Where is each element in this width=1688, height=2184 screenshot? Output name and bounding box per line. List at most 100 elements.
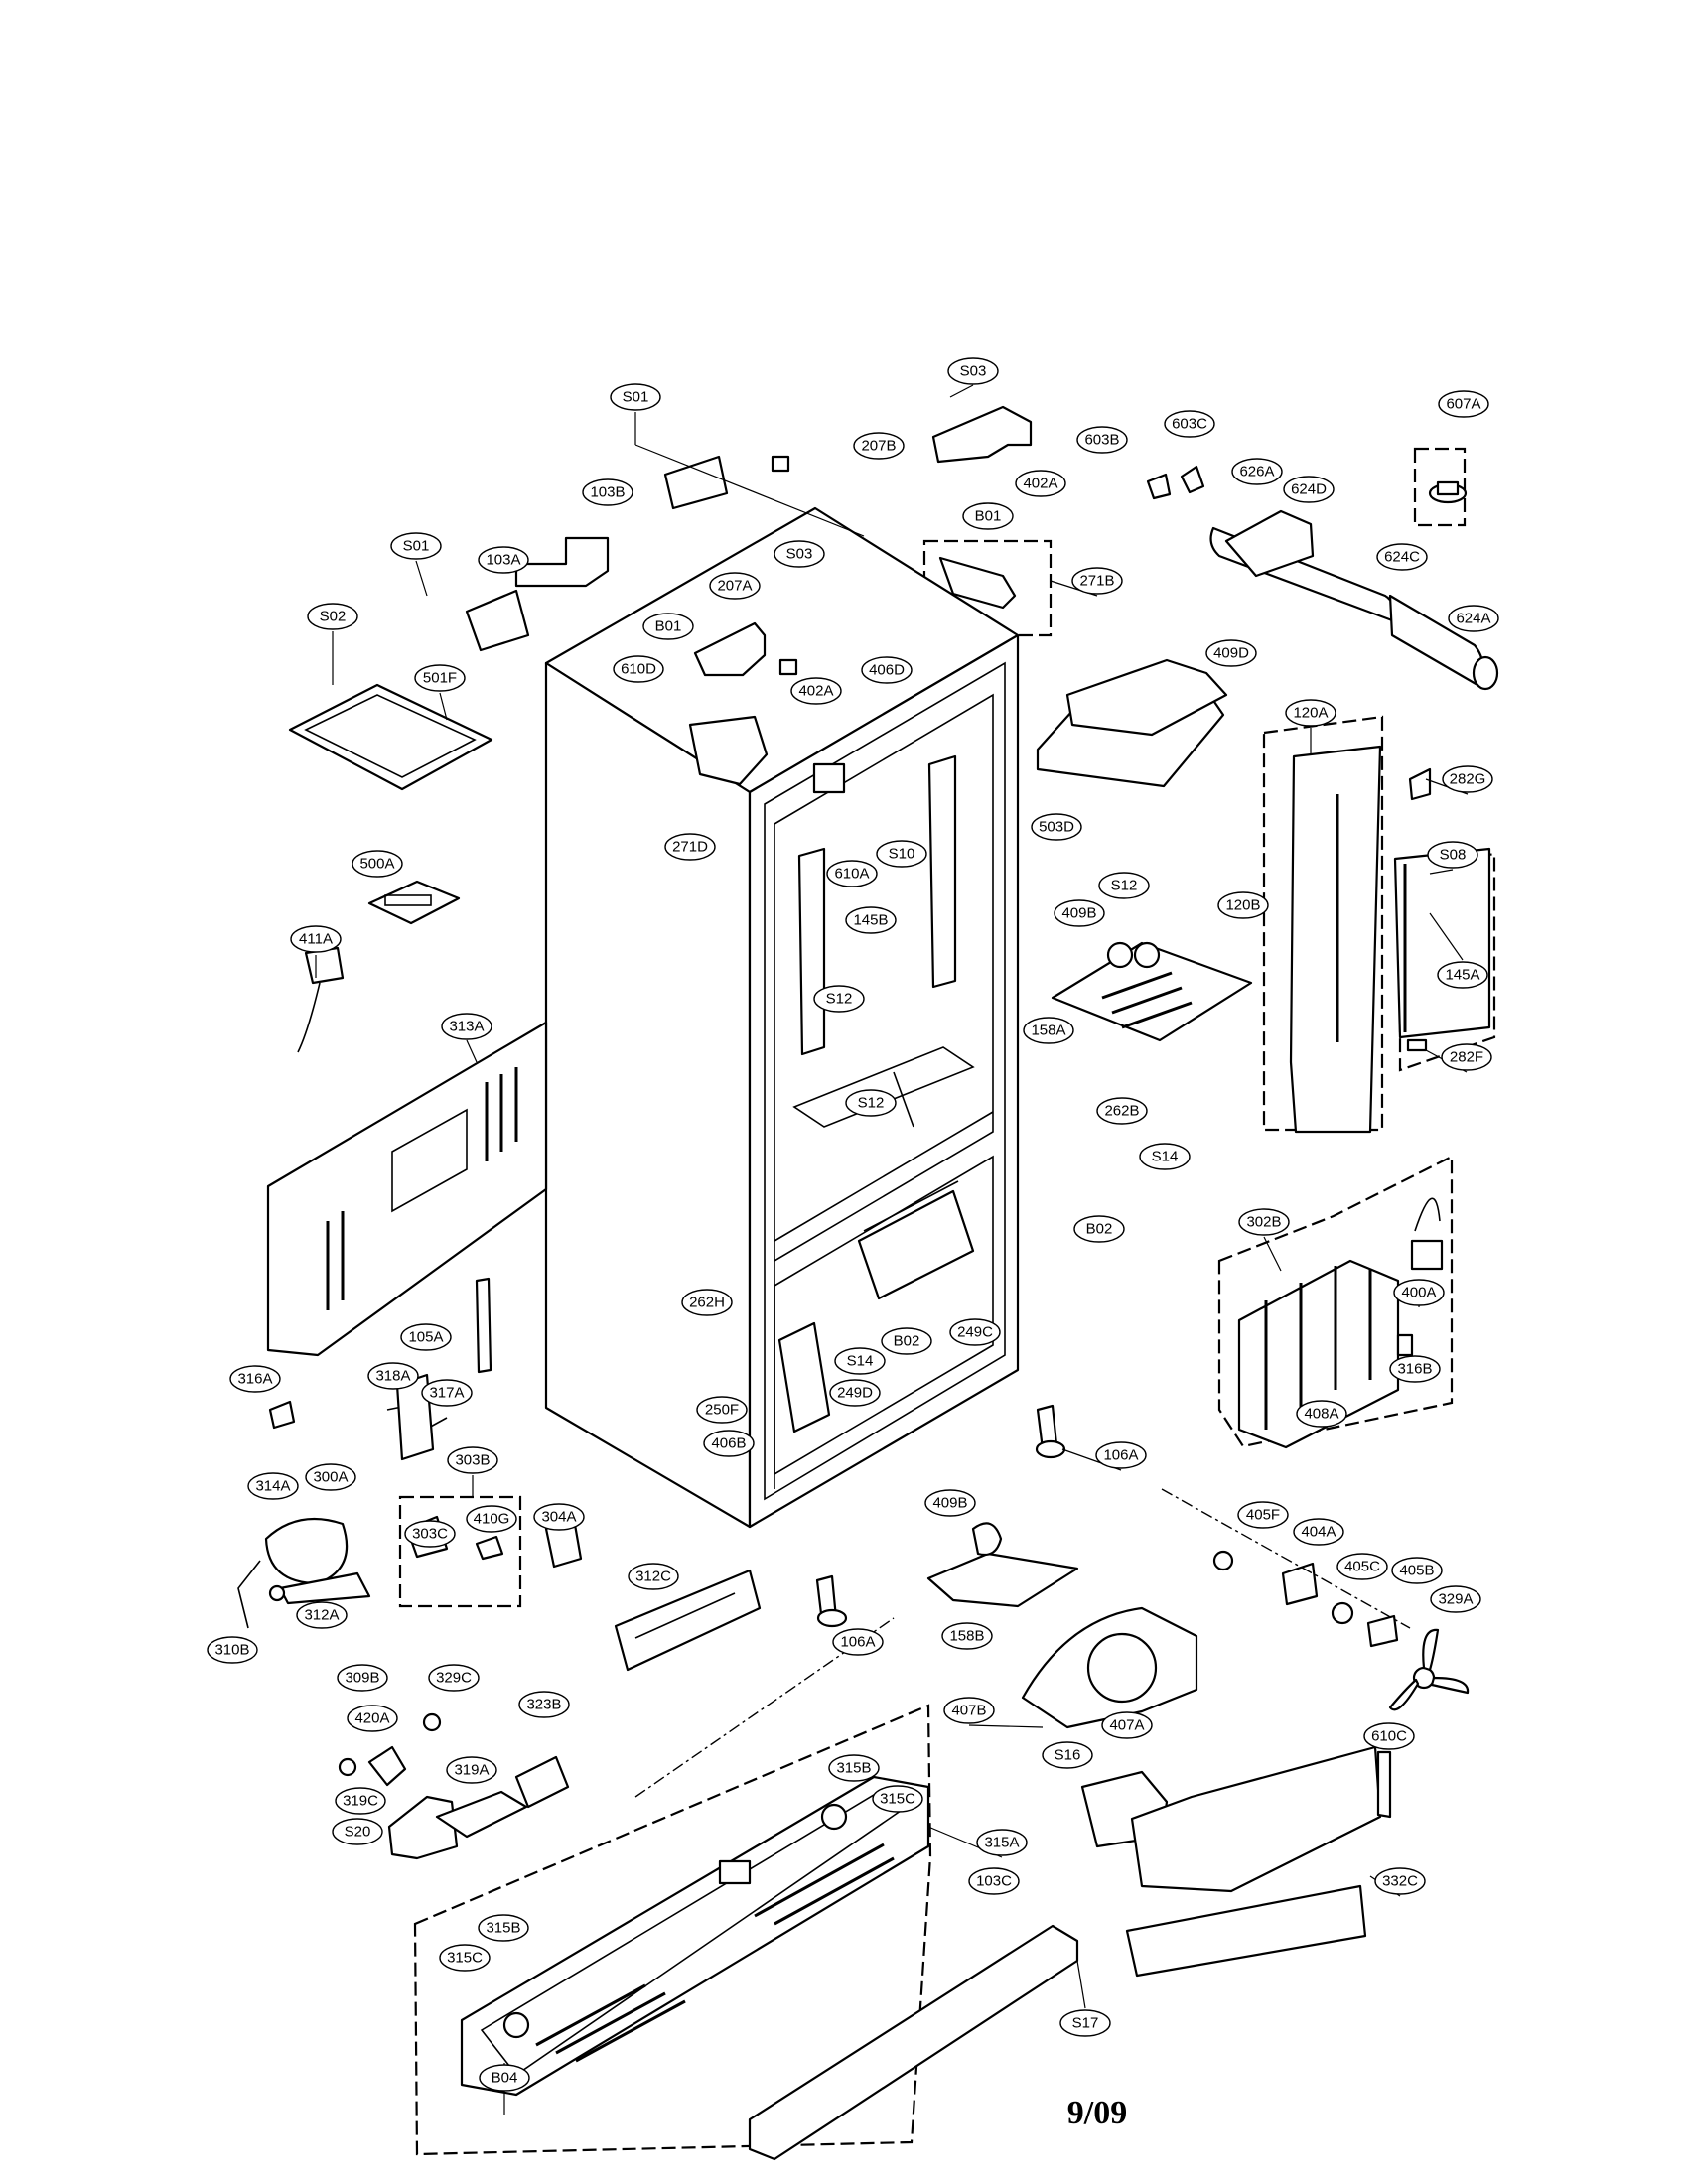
- part-callout-s01: S01: [610, 383, 661, 411]
- part-number: 158B: [949, 1628, 984, 1645]
- part-callout-120a: 120A: [1285, 699, 1336, 727]
- part-callout-405c: 405C: [1336, 1553, 1388, 1580]
- part-number: 207A: [717, 578, 752, 595]
- part-number: 624A: [1456, 611, 1490, 627]
- part-callout-319a: 319A: [446, 1756, 497, 1784]
- part-callout-120b: 120B: [1217, 891, 1269, 919]
- part-callout-406d: 406D: [861, 656, 913, 684]
- part-number: 312A: [304, 1607, 339, 1624]
- part-callout-315c: 315C: [872, 1785, 923, 1813]
- part-callout-313a: 313A: [441, 1013, 492, 1040]
- part-number: 409B: [1061, 905, 1096, 922]
- part-callout-314a: 314A: [247, 1472, 299, 1500]
- machine-room-panel: [237, 946, 583, 1629]
- part-callout-409b: 409B: [924, 1489, 976, 1517]
- part-number: 313A: [449, 1019, 484, 1035]
- part-number: 407A: [1109, 1717, 1144, 1734]
- part-number: 408A: [1304, 1406, 1338, 1423]
- part-callout-106a: 106A: [832, 1628, 884, 1656]
- part-number: 500A: [359, 856, 394, 873]
- part-number: 105A: [408, 1329, 443, 1346]
- part-callout-315a: 315A: [976, 1829, 1028, 1856]
- part-number: 316A: [237, 1371, 272, 1388]
- part-number: 316B: [1397, 1361, 1432, 1378]
- part-callout-312c: 312C: [628, 1563, 679, 1590]
- part-callout-262b: 262B: [1096, 1097, 1148, 1125]
- part-number: 610A: [834, 866, 869, 883]
- part-callout-b02: B02: [881, 1327, 932, 1355]
- part-number: 120B: [1225, 897, 1260, 914]
- part-number: 300A: [313, 1469, 348, 1486]
- part-callout-105a: 105A: [400, 1323, 452, 1351]
- part-number: B02: [1086, 1221, 1113, 1238]
- part-number: S03: [960, 363, 987, 380]
- part-number: 404A: [1301, 1524, 1336, 1541]
- part-callout-s14: S14: [1139, 1143, 1191, 1170]
- part-callout-409d: 409D: [1205, 639, 1257, 667]
- part-number: 319C: [343, 1793, 378, 1810]
- part-number: S20: [345, 1824, 371, 1841]
- part-callout-603c: 603C: [1164, 410, 1215, 438]
- part-number: 318A: [375, 1368, 410, 1385]
- part-number: S12: [826, 991, 853, 1008]
- part-callout-207b: 207B: [853, 432, 905, 460]
- air-ducts-supports: [797, 745, 1491, 1134]
- part-number: 603C: [1172, 416, 1207, 433]
- part-number: 610C: [1371, 1728, 1407, 1745]
- part-callout-282g: 282G: [1442, 765, 1493, 793]
- part-number: S16: [1055, 1747, 1081, 1764]
- part-number: 207B: [861, 438, 896, 455]
- part-callout-b01: B01: [642, 613, 694, 640]
- part-number: 402A: [798, 683, 833, 700]
- top-hinges-brackets: [465, 405, 1033, 786]
- part-callout-s03: S03: [774, 540, 825, 568]
- part-callout-400a: 400A: [1393, 1279, 1445, 1306]
- part-callout-s16: S16: [1042, 1741, 1093, 1769]
- part-callout-310b: 310B: [207, 1636, 258, 1664]
- part-number: 158A: [1031, 1023, 1065, 1039]
- part-callout-s14: S14: [834, 1347, 886, 1375]
- part-callout-315b: 315B: [478, 1914, 529, 1942]
- part-callout-158a: 158A: [1023, 1017, 1074, 1044]
- part-number: 262B: [1104, 1103, 1139, 1120]
- part-callout-312a: 312A: [296, 1601, 348, 1629]
- part-number: 503D: [1039, 819, 1074, 836]
- fan-blade: [1388, 1628, 1470, 1711]
- part-callout-103a: 103A: [478, 546, 529, 574]
- part-number: 624C: [1384, 549, 1420, 566]
- part-number: 405B: [1399, 1563, 1434, 1579]
- part-number: 302B: [1246, 1214, 1281, 1231]
- part-callout-402a: 402A: [790, 677, 842, 705]
- part-callout-158b: 158B: [941, 1622, 993, 1650]
- part-callout-106a: 106A: [1095, 1441, 1147, 1469]
- refrigerator-cabinet: [514, 506, 1020, 1529]
- part-callout-s08: S08: [1427, 841, 1478, 869]
- part-callout-405f: 405F: [1237, 1501, 1289, 1529]
- part-number: 103C: [976, 1873, 1012, 1890]
- part-number: S02: [320, 609, 347, 625]
- part-number: S14: [847, 1353, 874, 1370]
- part-callout-249d: 249D: [829, 1379, 881, 1407]
- part-callout-624c: 624C: [1376, 543, 1428, 571]
- part-callout-s01: S01: [390, 532, 442, 560]
- part-callout-s17: S17: [1059, 2009, 1111, 2037]
- part-callout-s12: S12: [845, 1089, 897, 1117]
- part-callout-318a: 318A: [367, 1362, 419, 1390]
- part-number: S08: [1440, 847, 1467, 864]
- part-number: S14: [1152, 1149, 1179, 1165]
- part-callout-407b: 407B: [943, 1697, 995, 1724]
- part-callout-315c: 315C: [439, 1944, 491, 1972]
- part-number: 315A: [984, 1835, 1019, 1851]
- part-callout-503d: 503D: [1031, 813, 1082, 841]
- part-number: S17: [1072, 2015, 1099, 2032]
- part-number: 407B: [951, 1703, 986, 1719]
- part-number: 610D: [621, 661, 656, 678]
- part-callout-624a: 624A: [1448, 605, 1499, 632]
- part-callout-329a: 329A: [1430, 1585, 1481, 1613]
- part-number: 271D: [672, 839, 708, 856]
- part-callout-b02: B02: [1073, 1215, 1125, 1243]
- evaporator: [1237, 1197, 1444, 1449]
- part-callout-s12: S12: [813, 985, 865, 1013]
- part-callout-s10: S10: [876, 840, 927, 868]
- part-number: 103A: [486, 552, 520, 569]
